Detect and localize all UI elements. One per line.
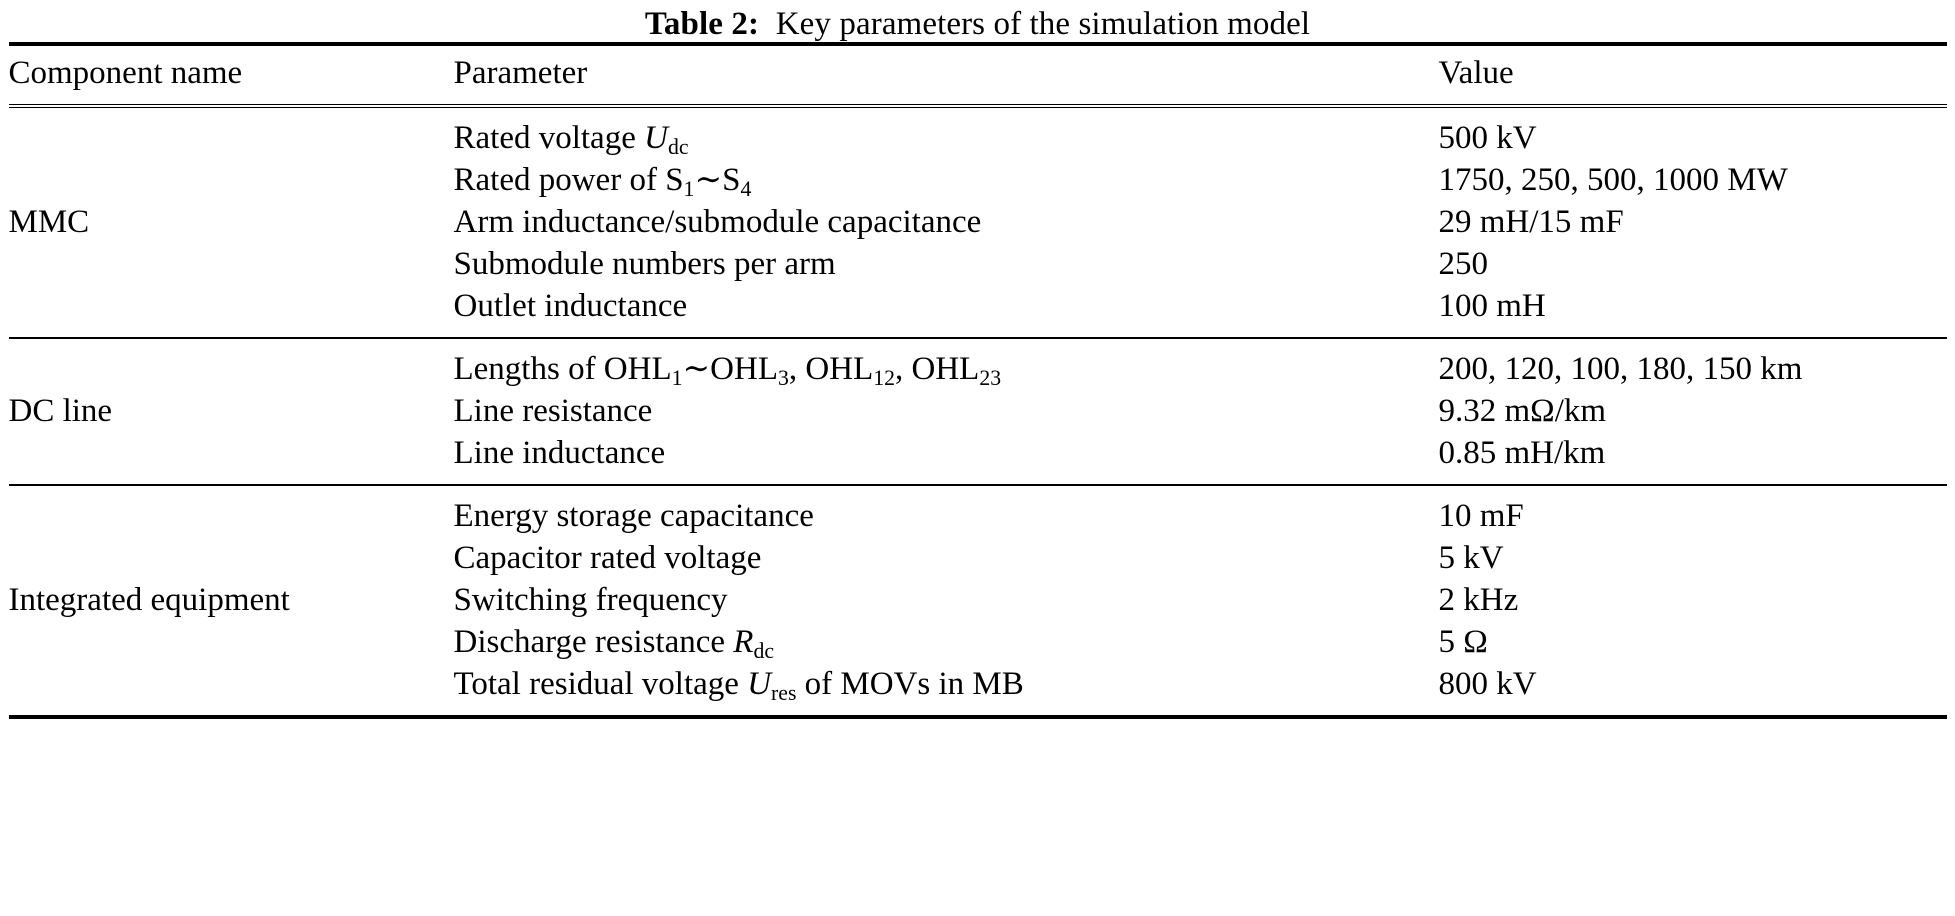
value-cell-mmc: 500 kV 1750, 250, 500, 1000 MW 29 mH/15 … (1439, 106, 1947, 338)
parameter-row: Line inductance (453, 435, 666, 472)
value-row: 5 Ω (1438, 624, 1488, 661)
subscript-1: 1 (683, 177, 695, 202)
parameter-row: Rated voltage Udc (454, 117, 1439, 159)
range-tilde: ∼ (694, 162, 723, 199)
section-label-cell-dc-line: DC line (9, 338, 454, 485)
symbol-U: U (747, 666, 772, 703)
component-name-integrated-equipment: Integrated equipment (8, 581, 290, 618)
component-name-dc-line: DC line (8, 392, 113, 429)
value-row: 1750, 250, 500, 1000 MW (1438, 162, 1788, 199)
value-row: 250 (1438, 246, 1489, 283)
caption-text: Key parameters of the simulation model (775, 6, 1311, 42)
value-row: 5 kV (1438, 540, 1504, 577)
table-head: Component name Parameter Value (8, 44, 1947, 107)
parameter-text: of MOVs in MB (796, 666, 1024, 703)
value-cell-dc-line: 200, 120, 100, 180, 150 km 9.32 mΩ/km 0.… (1439, 338, 1947, 485)
header-row: Component name Parameter Value (8, 44, 1947, 107)
value-cell-integrated-equipment: 10 mF 5 kV 2 kHz 5 Ω 800 kV (1439, 485, 1947, 717)
parameter-row: Submodule numbers per arm (453, 246, 836, 283)
subscript-4: 4 (740, 177, 752, 202)
component-name-mmc: MMC (8, 203, 90, 240)
subscript-dc: dc (753, 639, 774, 664)
parameter-row: Arm inductance/submodule capacitance (453, 204, 982, 241)
subscript-12: 12 (873, 366, 895, 391)
range-tilde: ∼OHL (682, 351, 779, 388)
parameter-row: Outlet inductance (453, 288, 688, 325)
parameter-row: Rated power of S1∼S4 (454, 159, 1439, 201)
parameter-cell-integrated-equipment: Energy storage capacitance Capacitor rat… (454, 485, 1439, 717)
subscript-1: 1 (671, 366, 683, 391)
value-row: 9.32 mΩ/km (1438, 393, 1607, 430)
table-section-dc-line: DC line Lengths of OHL1∼OHL3, OHL12, OHL… (8, 338, 1947, 486)
value-row: 10 mF (1438, 498, 1524, 535)
value-row: 2 kHz (1438, 582, 1519, 619)
symbol-U: U (644, 120, 668, 157)
parameter-row: Lengths of OHL1∼OHL3, OHL12, OHL23 (454, 348, 1439, 390)
caption-label: Table 2: (644, 6, 760, 42)
value-row: 500 kV (1438, 120, 1537, 157)
column-header-value: Value (1438, 55, 1514, 92)
parameter-row: Line resistance (453, 393, 653, 430)
table-section-mmc: MMC Rated voltage Udc Rated power of S1∼… (8, 106, 1947, 339)
table-body: MMC Rated voltage Udc Rated power of S1∼… (8, 106, 1947, 718)
parameters-table: Component name Parameter Value MMC (8, 42, 1947, 719)
column-header-component: Component name (8, 55, 243, 92)
parameter-row: Energy storage capacitance (453, 498, 814, 535)
parameter-text: Rated voltage (453, 120, 645, 157)
parameter-row: Switching frequency (453, 582, 728, 619)
table-caption: Table 2: Key parameters of the simulatio… (0, 0, 1955, 42)
parameter-text: , OHL (788, 351, 874, 388)
value-row: 0.85 mH/km (1438, 435, 1606, 472)
parameter-text: Lengths of OHL (453, 351, 672, 388)
parameter-row: Capacitor rated voltage (453, 540, 762, 577)
parameter-text: , OHL (895, 351, 980, 388)
value-row: 200, 120, 100, 180, 150 km (1438, 351, 1803, 388)
symbol-S4: S (722, 162, 741, 199)
symbol-S1: S (665, 162, 684, 199)
subscript-dc: dc (667, 135, 689, 160)
parameter-cell-mmc: Rated voltage Udc Rated power of S1∼S4 A… (454, 106, 1439, 338)
subscript-23: 23 (979, 366, 1002, 391)
parameter-cell-dc-line: Lengths of OHL1∼OHL3, OHL12, OHL23 Line … (454, 338, 1439, 485)
value-row: 29 mH/15 mF (1438, 204, 1624, 241)
section-label-cell-mmc: MMC (9, 106, 454, 338)
column-header-parameter: Parameter (453, 55, 588, 92)
table-section-integrated-equipment: Integrated equipment Energy storage capa… (8, 485, 1947, 718)
subscript-3: 3 (778, 366, 789, 391)
symbol-R: R (733, 624, 754, 661)
value-row: 800 kV (1438, 666, 1537, 703)
value-row: 100 mH (1438, 288, 1546, 325)
parameter-text: Discharge resistance (453, 624, 734, 661)
parameter-row: Discharge resistance Rdc (454, 621, 1439, 663)
parameter-row: Total residual voltage Ures of MOVs in M… (454, 663, 1439, 705)
parameter-text: Total residual voltage (453, 666, 748, 703)
section-label-cell-integrated-equipment: Integrated equipment (9, 485, 454, 717)
subscript-res: res (771, 681, 797, 706)
parameter-text: Rated power of (453, 162, 666, 199)
